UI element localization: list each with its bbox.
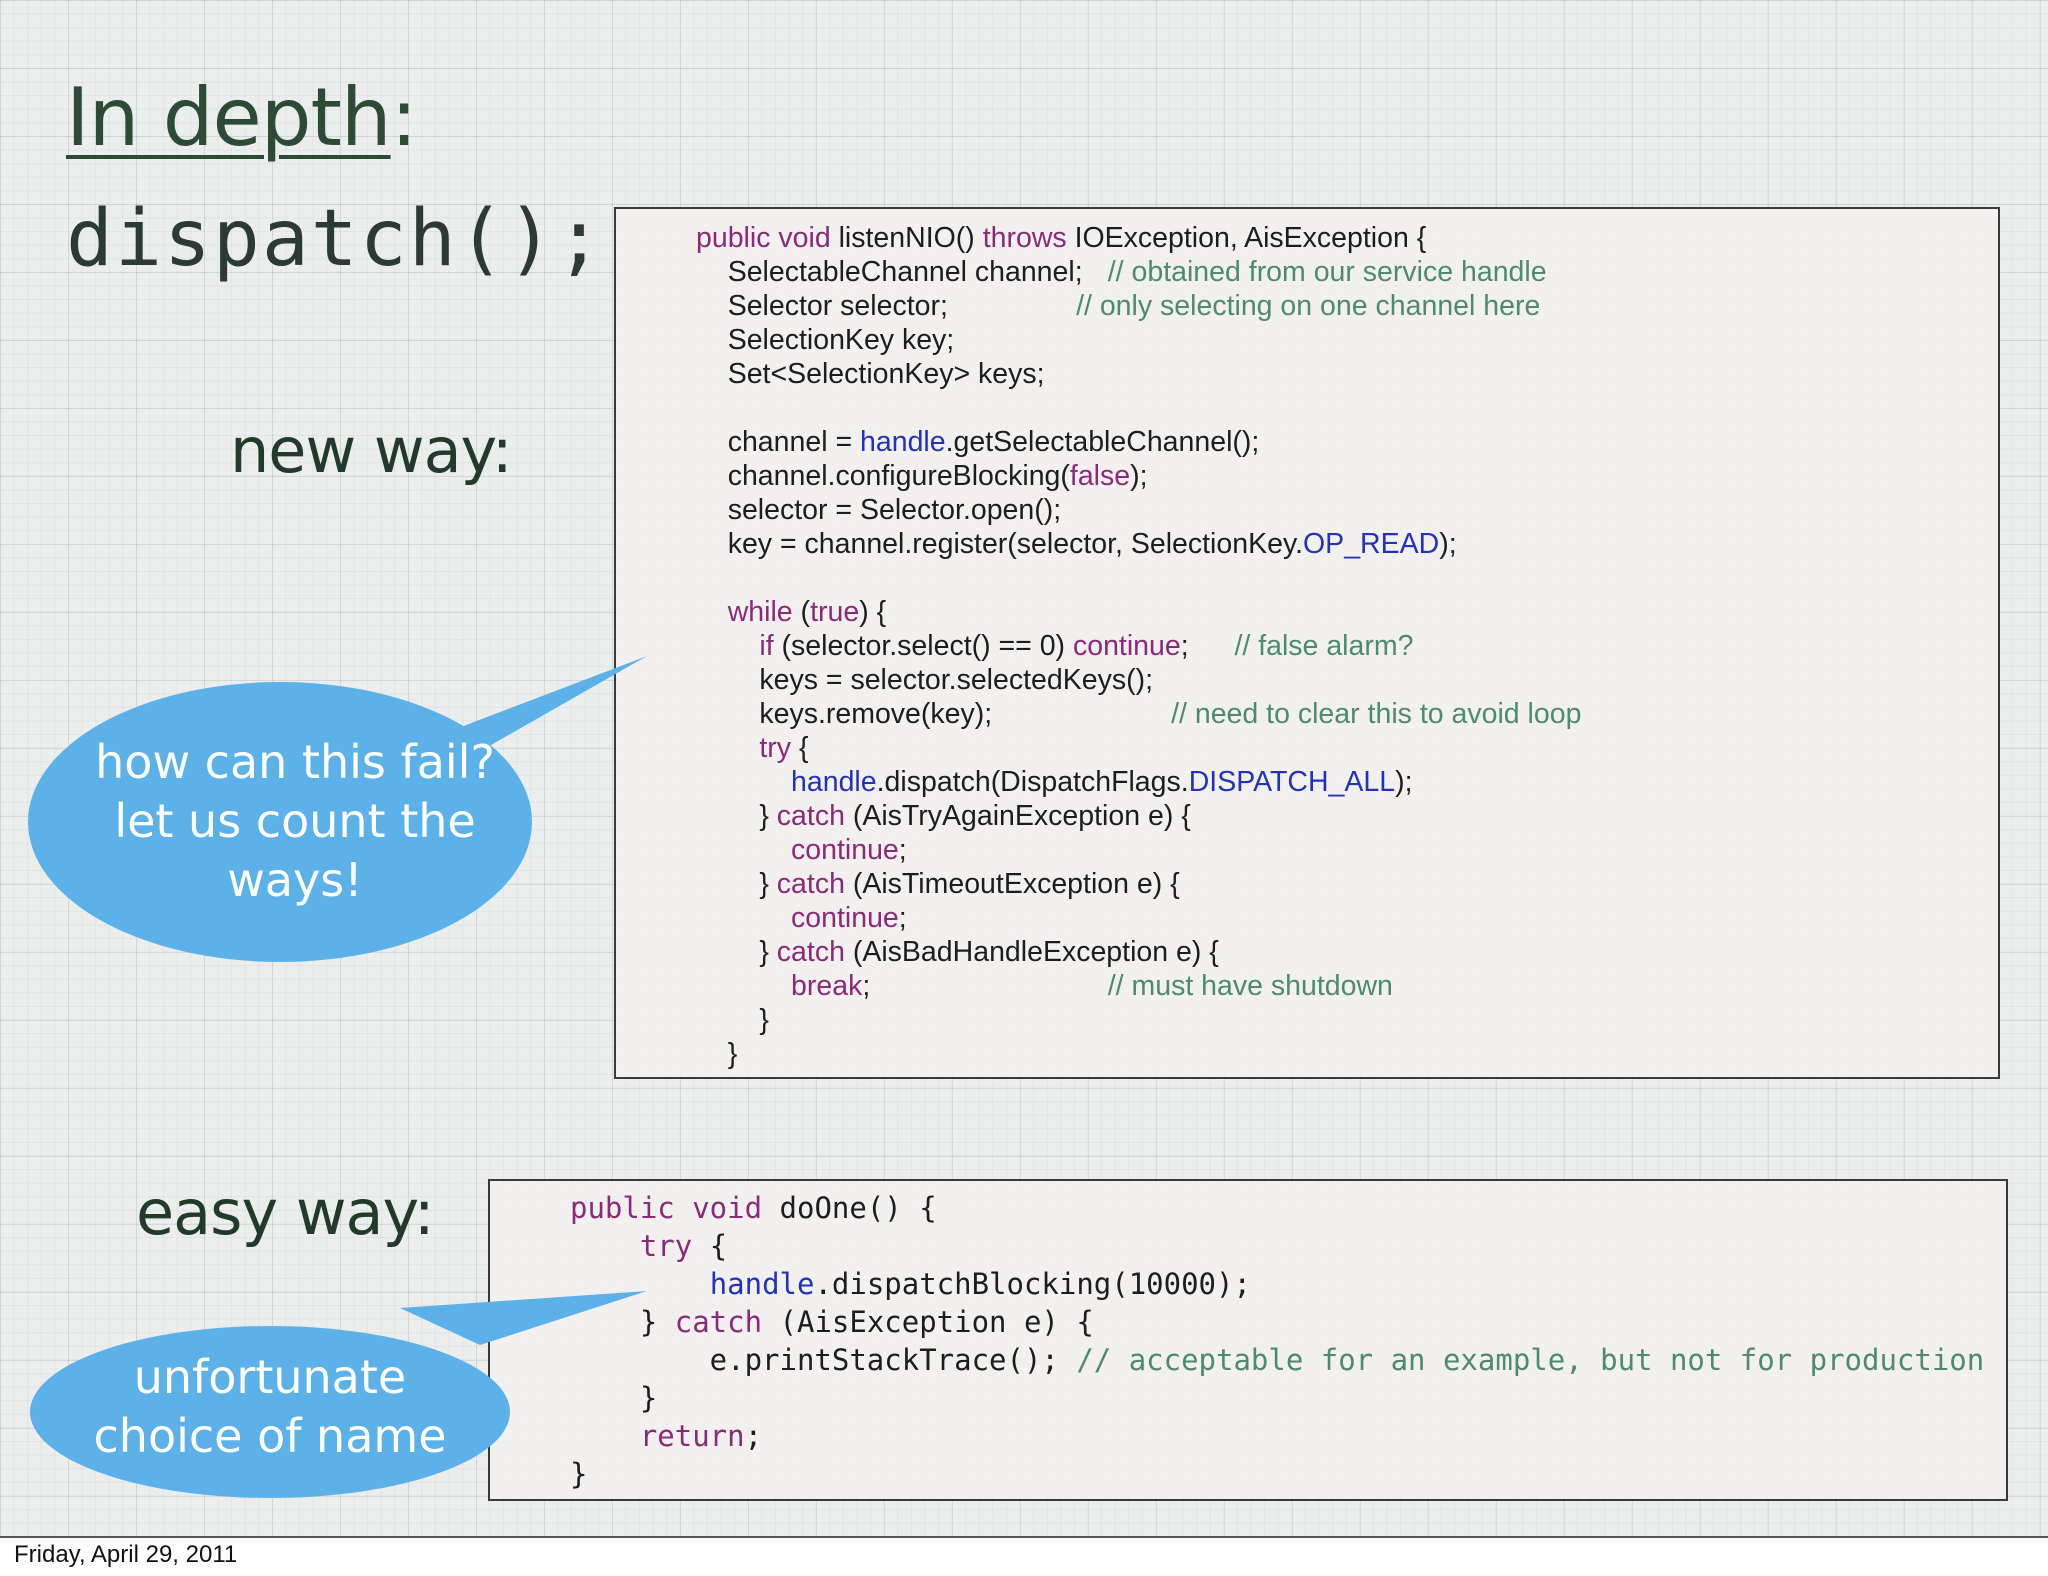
code-line: return;	[639, 1419, 763, 1453]
code-line: } catch (AisBadHandleException e) {	[696, 936, 1219, 968]
code-line: continue;	[791, 834, 907, 866]
code-line: } catch (AisTryAgainException e) {	[696, 800, 1191, 832]
code-line: }	[570, 1457, 588, 1491]
code-line: } catch (AisTimeoutException e) {	[696, 868, 1180, 900]
footer-date: Friday, April 29, 2011	[14, 1541, 238, 1568]
code-line: channel = handle.getSelectableChannel();	[696, 426, 1260, 458]
bubble2-line: unfortunate	[133, 1350, 407, 1404]
title-underlined: In depth	[66, 71, 392, 164]
new-way-code: public void listenNIO() throws IOExcepti…	[696, 221, 1581, 1071]
code-line: continue;	[791, 902, 907, 934]
new-way-code-box: public void listenNIO() throws IOExcepti…	[614, 207, 2000, 1079]
code-line: keys.remove(key); // need to clear this …	[696, 698, 1582, 730]
bubble1-text: how can this fail? let us count the ways…	[60, 733, 530, 910]
bubble2-line: choice of name	[93, 1409, 447, 1463]
code-line: }	[696, 1038, 738, 1070]
code-line: }	[696, 1004, 769, 1036]
code-line: channel.configureBlocking(false);	[696, 460, 1148, 492]
code-line: public void listenNIO() throws IOExcepti…	[696, 222, 1427, 254]
slide-subtitle: dispatch();	[66, 194, 605, 284]
code-line: } catch (AisException e) {	[570, 1305, 1094, 1339]
bubble1-line: how can this fail?	[95, 735, 495, 789]
bubble1-line: let us count the	[114, 794, 476, 848]
easy-way-code-box: public void doOne() { try { handle.dispa…	[488, 1179, 2008, 1501]
code-line: try {	[639, 1229, 728, 1263]
code-line: Selector selector; // only selecting on …	[696, 290, 1541, 322]
slide: In depth: dispatch(); new way: easy way:…	[0, 0, 2048, 1538]
bubble1-line: ways!	[227, 853, 363, 907]
code-line: while (true) {	[727, 596, 887, 628]
code-line: try {	[759, 732, 809, 764]
code-line: public void doOne() {	[570, 1191, 937, 1225]
code-line: selector = Selector.open();	[696, 494, 1062, 526]
title-colon: :	[390, 71, 418, 164]
slide-title: In depth:	[66, 78, 418, 158]
code-line: SelectionKey key;	[696, 324, 955, 356]
code-line: if (selector.select() == 0) continue; //…	[759, 630, 1414, 662]
code-line: Set<SelectionKey> keys;	[696, 358, 1045, 390]
easy-way-label: easy way:	[136, 1176, 435, 1249]
code-line: }	[570, 1381, 658, 1415]
code-line: key = channel.register(selector, Selecti…	[696, 528, 1457, 560]
easy-way-code: public void doOne() { try { handle.dispa…	[570, 1189, 1984, 1493]
code-line: break; // must have shutdown	[791, 970, 1393, 1002]
new-way-label: new way:	[230, 414, 513, 487]
code-line: handle.dispatchBlocking(10000);	[709, 1267, 1251, 1301]
code-line: handle.dispatch(DispatchFlags.DISPATCH_A…	[791, 766, 1413, 798]
code-line: keys = selector.selectedKeys();	[696, 664, 1153, 696]
code-line: e.printStackTrace(); // acceptable for a…	[570, 1343, 1985, 1377]
code-line: SelectableChannel channel; // obtained f…	[696, 256, 1547, 288]
bubble2-text: unfortunate choice of name	[60, 1348, 480, 1466]
